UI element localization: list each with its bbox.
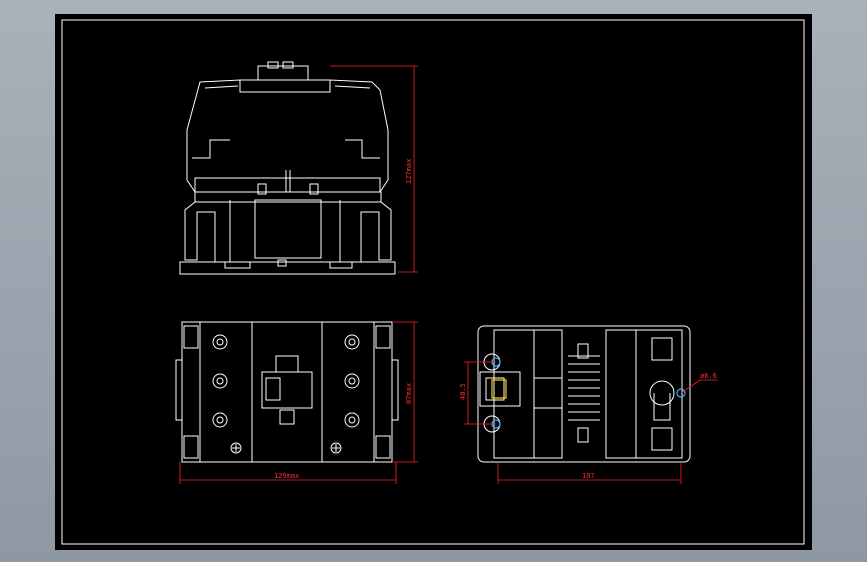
terminal-screws-left [212, 334, 242, 454]
hole-leader [680, 379, 718, 394]
width-label: 129max [274, 472, 299, 480]
sheet-border [61, 19, 805, 545]
front-view [179, 61, 396, 275]
mount-height-label: 40.5 [459, 383, 467, 400]
terminal-screws-right [330, 334, 360, 454]
height-label: 127max [405, 159, 413, 184]
mounting-view [477, 325, 691, 463]
drawing-sheet [55, 14, 812, 550]
hole-label: ø6.6 [700, 372, 717, 380]
height-dimension [330, 65, 418, 273]
mount-width-label: 107 [582, 472, 595, 480]
top-view [175, 321, 399, 463]
mounting-highlights [491, 357, 686, 429]
depth-label: 87max [405, 383, 413, 404]
mount-height-dimension [464, 361, 496, 425]
mount-width-dimension [497, 462, 682, 484]
width-dimension [179, 462, 397, 484]
